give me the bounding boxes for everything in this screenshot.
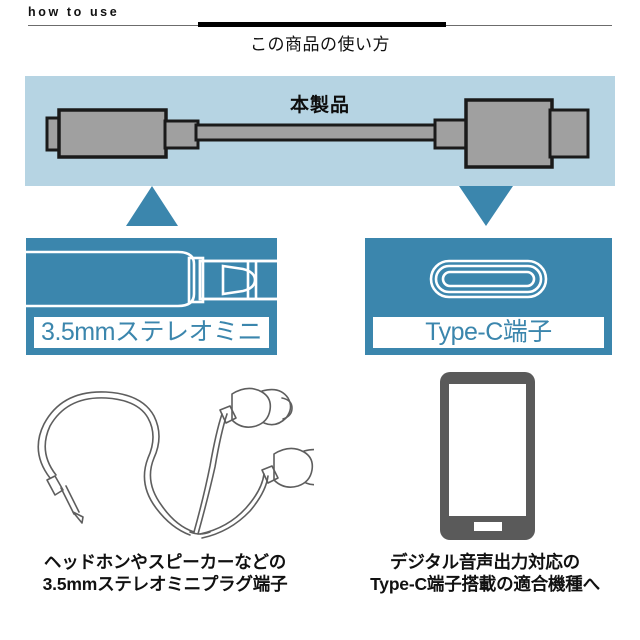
connector-card-stereo-mini: 3.5mmステレオミニ — [26, 238, 277, 355]
connector-label-band-stereo-mini: 3.5mmステレオミニ — [32, 315, 271, 350]
product-diagram-panel: 本製品 — [25, 76, 615, 186]
arrow-down-icon — [459, 186, 513, 226]
connector-label-type-c: Type-C端子 — [425, 318, 552, 346]
arrow-up-icon — [126, 186, 178, 226]
smartphone-icon — [440, 372, 535, 540]
connector-card-type-c: Type-C端子 — [365, 238, 612, 355]
earphone-icon — [37, 387, 314, 539]
connector-label-band-type-c: Type-C端子 — [371, 315, 606, 350]
caption-smartphone-line-2: Type-C端子搭載の適合機種へ — [370, 574, 600, 595]
caption-earphone-line-1: ヘッドホンやスピーカーなどの — [43, 552, 287, 572]
connector-label-stereo-mini: 3.5mmステレオミニ — [41, 318, 262, 346]
product-label: 本製品 — [289, 95, 350, 116]
usb-type-c-port-icon — [429, 259, 548, 299]
product-cable-illustration — [45, 98, 590, 169]
header-rule-thick — [198, 22, 446, 27]
page-title: この商品の使い方 — [250, 35, 390, 55]
page-header: how to use この商品の使い方 — [0, 0, 640, 62]
header-kicker: how to use — [28, 5, 120, 19]
caption-earphone: ヘッドホンやスピーカーなどの 3.5mmステレオミニプラグ端子 — [0, 551, 330, 596]
caption-smartphone-line-1: デジタル音声出力対応の — [390, 552, 580, 572]
caption-smartphone: デジタル音声出力対応の Type-C端子搭載の適合機種へ — [330, 551, 640, 596]
stereo-mini-plug-icon — [26, 250, 277, 308]
caption-earphone-line-2: 3.5mmステレオミニプラグ端子 — [42, 574, 288, 595]
